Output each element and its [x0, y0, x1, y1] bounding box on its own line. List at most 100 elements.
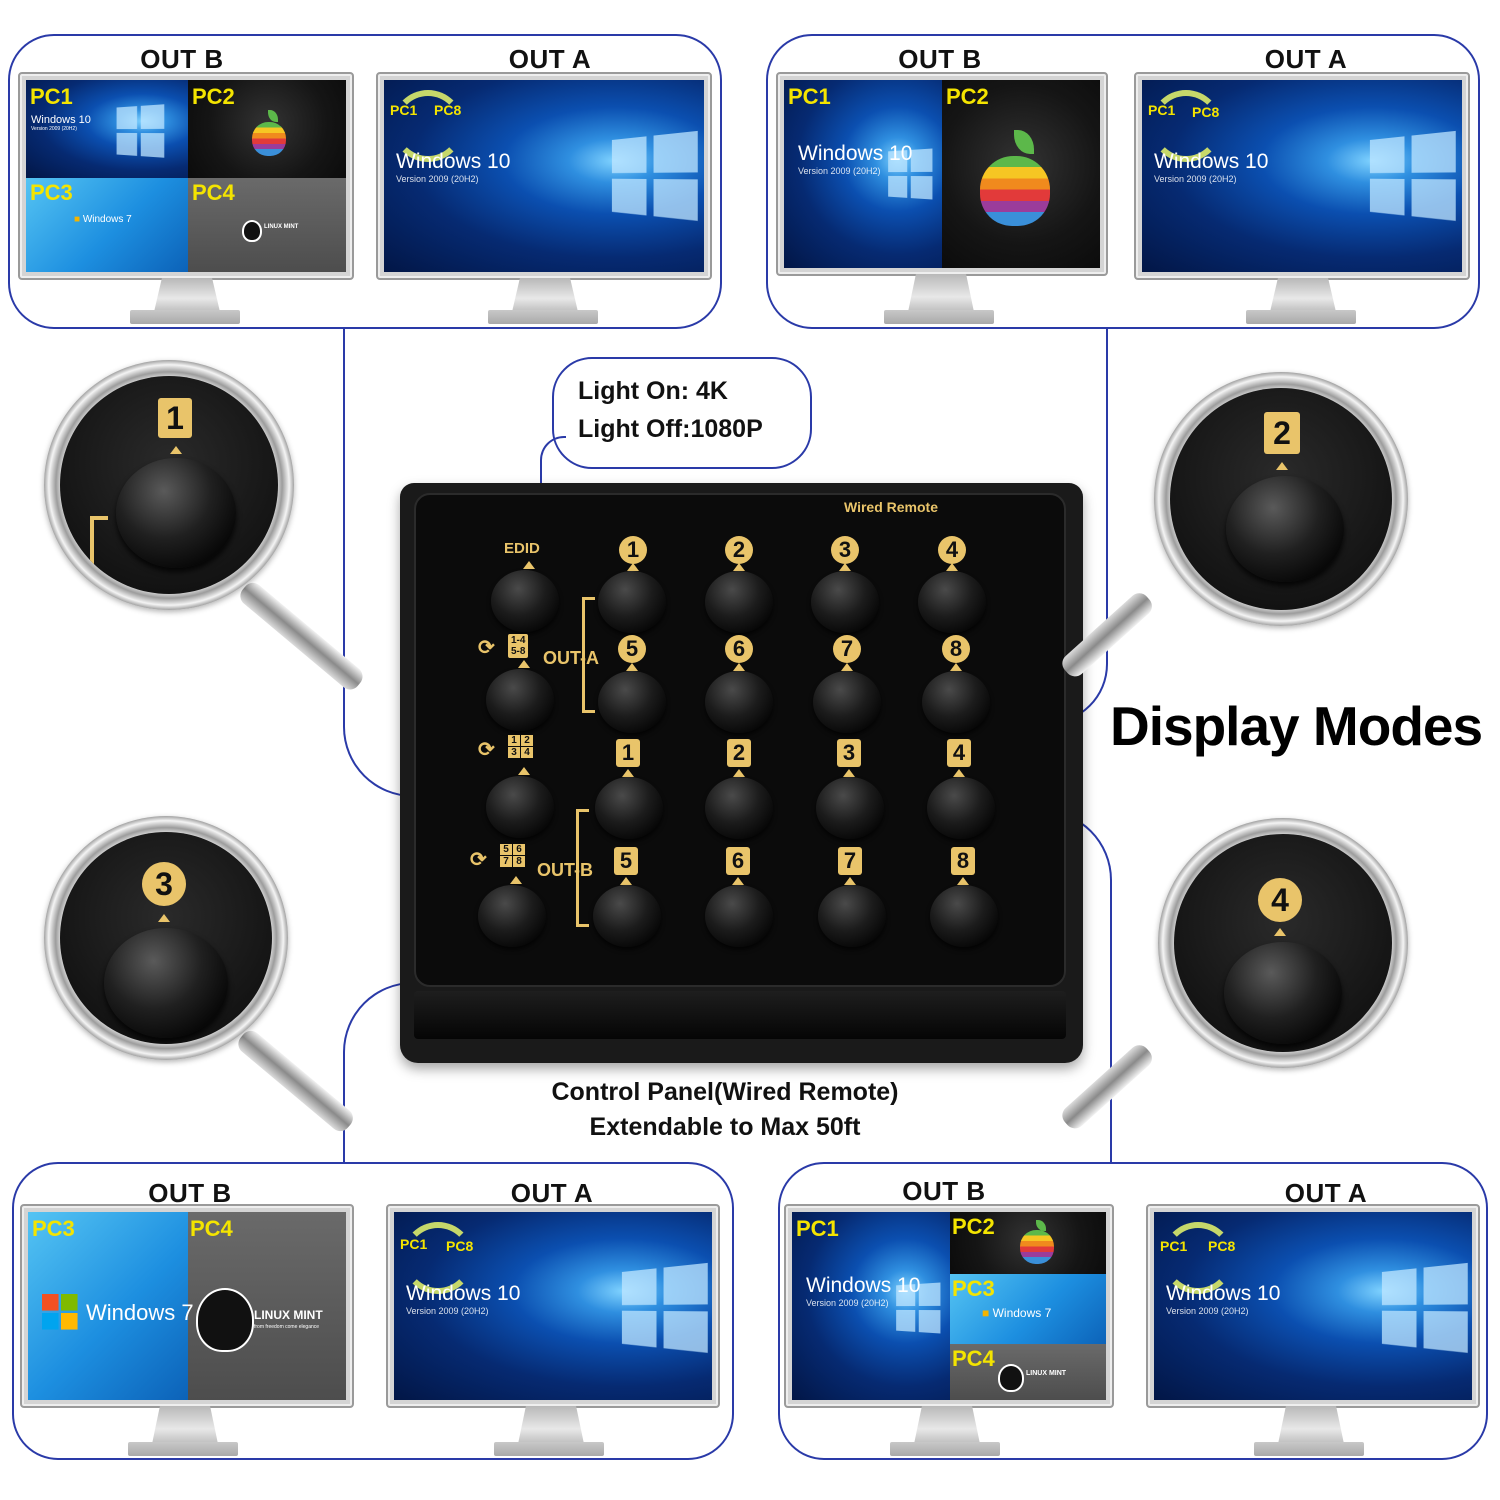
out-a-number-1: 1 [619, 536, 647, 564]
out-a-number-5: 5 [618, 635, 646, 663]
resolution-note-bubble: Light On: 4K Light Off:1080P [552, 357, 812, 469]
apple-logo-icon [252, 122, 286, 156]
mint-label: LINUX MINT [254, 1308, 323, 1322]
windows-flag-icon: ■ [982, 1306, 990, 1320]
out-b-number-4: 4 [947, 739, 971, 767]
win10-title: Windows 10 [396, 150, 511, 173]
control-panel-caption: Control Panel(Wired Remote) Extendable t… [500, 1078, 950, 1142]
magnifier-button-3: 3 [44, 816, 357, 1136]
win7-label: Windows 7 [992, 1306, 1052, 1320]
out-a-button-1[interactable] [598, 571, 666, 633]
pc1-label: PC1 [1148, 102, 1176, 118]
magnifier-button-1: 1 [44, 360, 367, 694]
out-b-button-4[interactable] [927, 777, 995, 839]
cycle-arrows-icon [402, 1222, 474, 1294]
windows-flag-icon [42, 1294, 78, 1330]
out-b-label: OUT B [148, 1178, 232, 1208]
out-b-remote-label: OUT-B [537, 860, 593, 880]
win10-title: Windows 10 [1154, 150, 1269, 173]
display-modes-title: Display Modes [1110, 695, 1483, 757]
penguin-icon [998, 1364, 1024, 1392]
light-on-text: Light On: 4K [578, 377, 728, 405]
out-a-number-4: 4 [938, 536, 966, 564]
pc8-label: PC8 [434, 102, 462, 118]
monitor-out-b: PC3 PC4 Windows 7 LINUX MINT from freedo… [20, 1204, 356, 1456]
range-5-8-label: 5-8 [511, 646, 526, 657]
pc3-label: PC3 [32, 1216, 75, 1241]
out-a-button-7[interactable] [813, 671, 881, 733]
pc8-label: PC8 [446, 1238, 474, 1254]
caption-line-2: Extendable to Max 50ft [589, 1113, 861, 1141]
win10-version: Version 2009 (20H2) [798, 166, 881, 176]
out-a-number-2: 2 [725, 536, 753, 564]
win10-title: Windows 10 [806, 1274, 921, 1297]
caption-line-1: Control Panel(Wired Remote) [551, 1078, 899, 1106]
out-a-remote-label: OUT-A [543, 648, 599, 668]
out-a-label: OUT A [508, 44, 592, 74]
win7-label: Windows 7 [86, 1300, 194, 1325]
edid-button[interactable] [491, 570, 559, 632]
apple-logo-icon [1020, 1230, 1054, 1264]
win10-title: Windows 10 [798, 142, 913, 165]
out-a-button-2[interactable] [705, 571, 773, 633]
grid-5678-icon: 5 6 7 8 [500, 844, 525, 867]
magnifier-button-2: 2 [1058, 372, 1438, 681]
penguin-icon [196, 1288, 254, 1352]
out-a-button-8[interactable] [922, 671, 990, 733]
pc1-label: PC1 [796, 1216, 839, 1241]
mint-tagline: from freedom come elegance [254, 1324, 320, 1330]
mint-label: LINUX MINT [1026, 1370, 1067, 1377]
out-a-cycle-button[interactable] [486, 669, 554, 731]
pc3-label: PC3 [952, 1276, 995, 1301]
out-a-label: OUT A [510, 1178, 594, 1208]
out-b-button-8[interactable] [930, 885, 998, 947]
out-a-button-6[interactable] [705, 671, 773, 733]
out-a-button-3[interactable] [811, 571, 879, 633]
out-b-label: OUT B [140, 44, 224, 74]
win10-version: Version 2009 (20H2) [1154, 174, 1237, 184]
grid-1234-icon: 1 2 3 4 [508, 735, 533, 758]
pc4-label: PC4 [192, 180, 235, 205]
magnifier-button-4: 4 [1058, 818, 1438, 1133]
remote-brand-label: Wired Remote [844, 499, 939, 515]
out-a-number-8: 8 [942, 635, 970, 663]
cycle-icon: ⟳ [478, 739, 495, 761]
win10-version: Version 2009 (20H2) [406, 1306, 489, 1316]
out-b-button-3[interactable] [816, 777, 884, 839]
out-b-number-2: 2 [727, 739, 751, 767]
out-b-button-1[interactable] [595, 777, 663, 839]
cycle-arrows-icon [392, 90, 464, 162]
win7-label: Windows 7 [82, 214, 132, 225]
out-a-button-5[interactable] [598, 671, 666, 733]
out-b-cycle-button[interactable] [478, 885, 546, 947]
out-b-quad-button[interactable] [486, 776, 554, 838]
pc2-label: PC2 [192, 84, 235, 109]
range-1-4-label: 1-4 [511, 635, 526, 646]
magnifier-number-3: 3 [142, 862, 186, 906]
out-a-button-4[interactable] [918, 571, 986, 633]
out-b-button-6[interactable] [705, 885, 773, 947]
pc8-label: PC8 [1192, 104, 1220, 120]
magnifier-number-2: 2 [1264, 412, 1300, 454]
out-b-button-5[interactable] [593, 885, 661, 947]
cycle-arrows-icon [1162, 1222, 1234, 1294]
pc1-label: PC1 [788, 84, 831, 109]
out-b-button-7[interactable] [818, 885, 886, 947]
cycle-icon: ⟳ [478, 637, 495, 659]
win10-title: Windows 10 [1166, 1282, 1281, 1305]
out-b-label: OUT B [902, 1176, 986, 1206]
light-off-text: Light Off:1080P [578, 415, 763, 443]
out-a-number-6: 6 [725, 635, 753, 663]
pc8-label: PC8 [1208, 1238, 1236, 1254]
out-a-label: OUT A [1284, 1178, 1368, 1208]
out-b-button-2[interactable] [705, 777, 773, 839]
win10-version: Version 2009 (20H2) [806, 1298, 889, 1308]
pc2-label: PC2 [946, 84, 989, 109]
win10-version: Version 2009 (20H2) [31, 126, 77, 132]
out-a-label: OUT A [1264, 44, 1348, 74]
out-b-label: OUT B [898, 44, 982, 74]
